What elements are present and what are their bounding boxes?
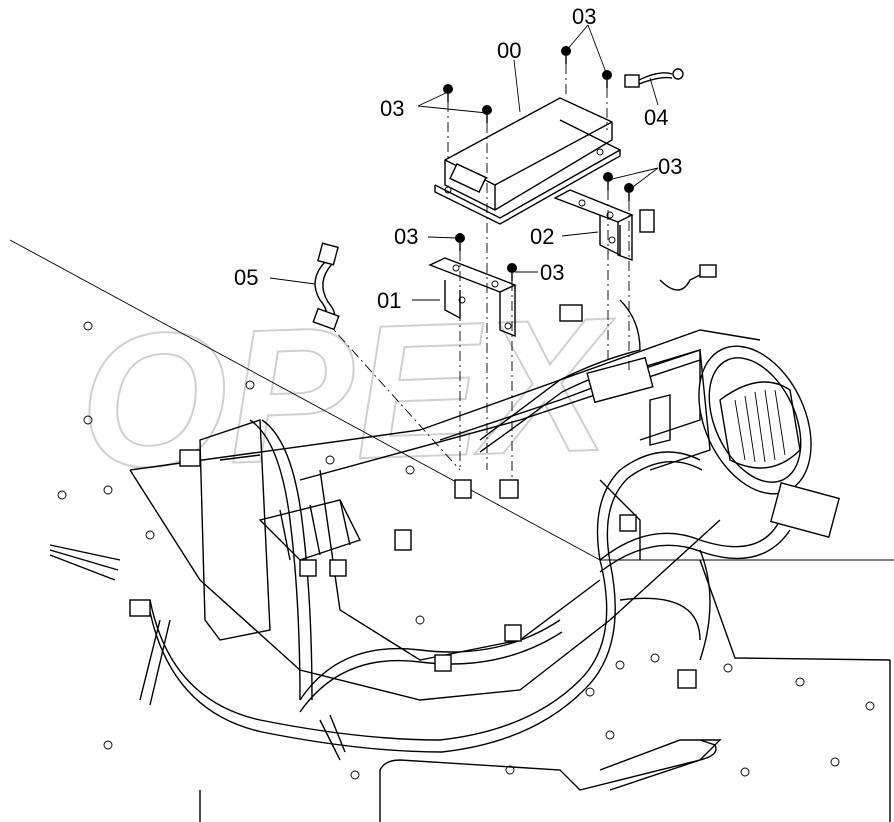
bolt-5 [603,172,613,190]
bolt-8 [507,263,517,281]
harness-05 [312,242,340,331]
callout-labels: 00 01 02 03 03 03 03 03 04 05 [234,4,682,313]
harness-04 [624,68,684,88]
assembly-lines [324,64,630,480]
callout-00: 00 [497,38,521,63]
callout-03-right: 03 [658,154,682,179]
callout-05: 05 [234,265,258,290]
callout-03-left: 03 [380,96,404,121]
callout-03-mid: 03 [394,224,418,249]
leader-lines [269,24,659,301]
bolt-6 [624,183,634,201]
bolt-1 [443,84,453,102]
floor-plate [9,239,894,822]
bolt-7 [455,233,465,251]
callout-02: 02 [530,224,554,249]
callout-01: 01 [377,288,401,313]
callout-03-top: 03 [572,4,596,29]
bolt-2 [482,105,492,123]
callout-03-bracket: 03 [540,260,564,285]
watermark: OPEX [76,278,621,509]
blower-unit [639,345,812,495]
bolt-3 [561,46,571,64]
callout-04: 04 [644,105,668,130]
bracket-01 [428,257,517,338]
bolt-4 [602,70,612,88]
main-frame [129,329,761,701]
bracket-02 [553,189,634,261]
harness-connectors [49,209,841,761]
controller-unit [434,97,622,225]
